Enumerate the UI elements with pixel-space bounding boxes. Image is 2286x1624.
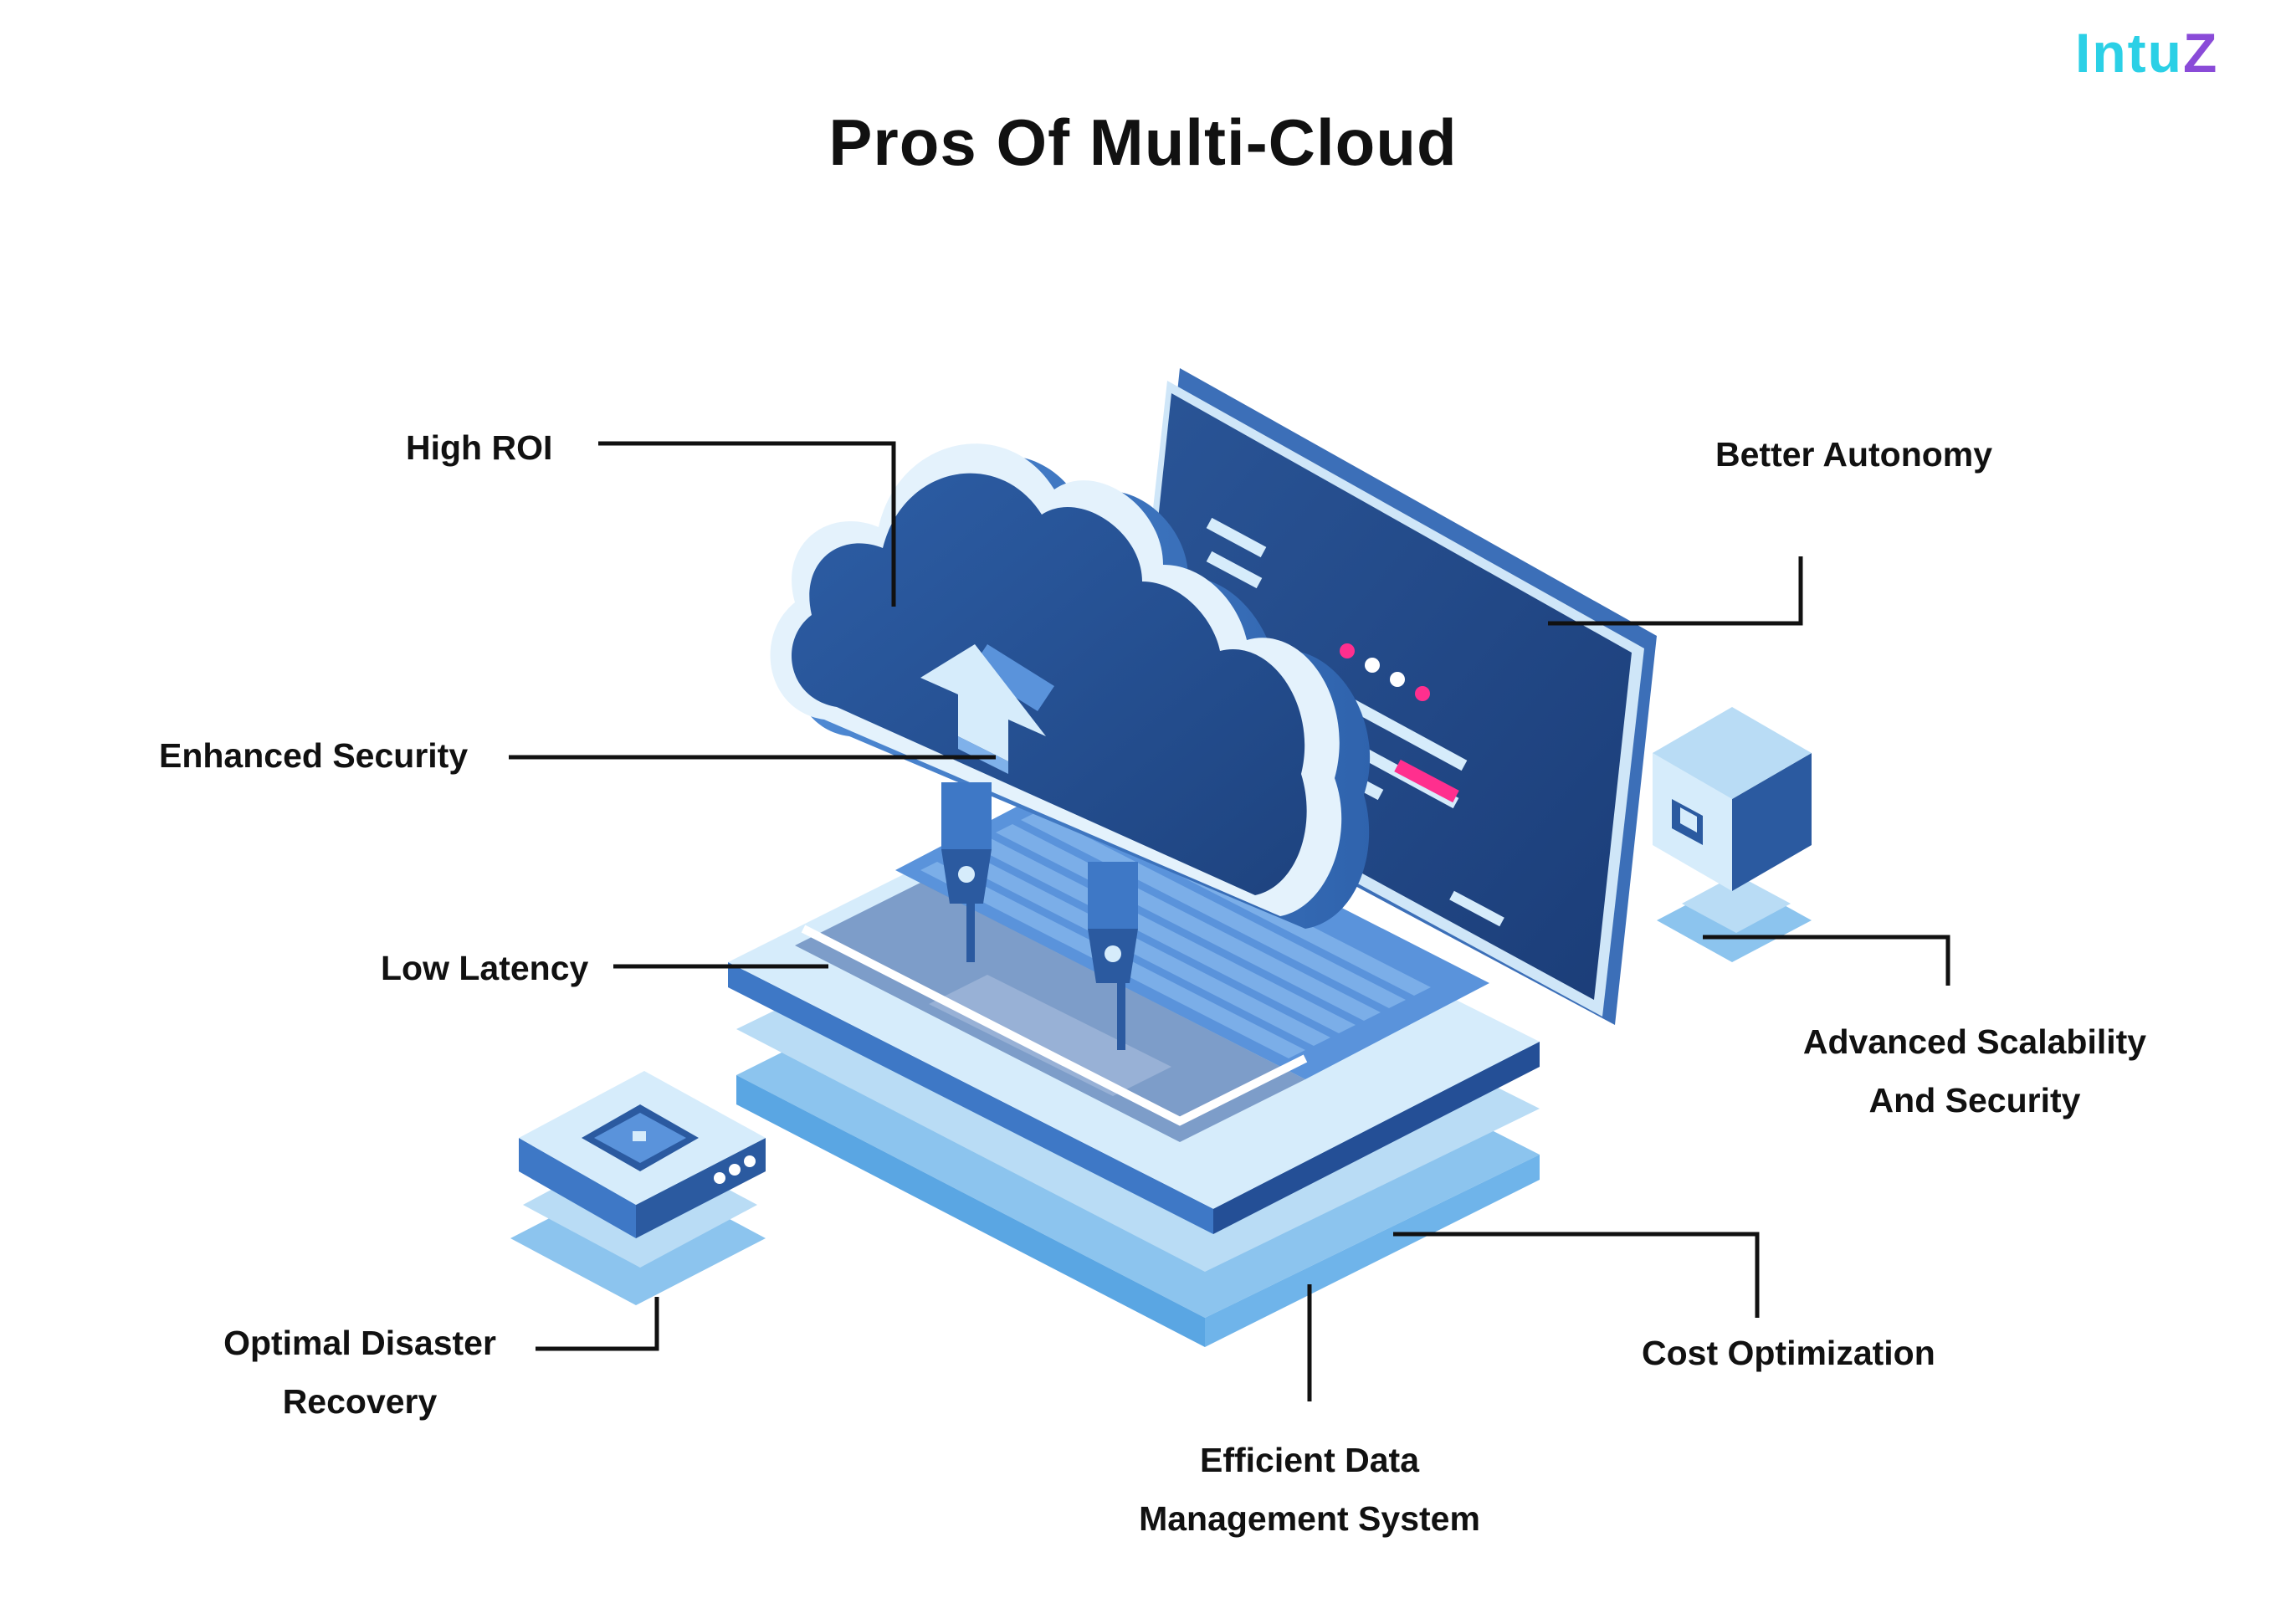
label-high-roi: High ROI xyxy=(406,428,553,467)
cube-icon xyxy=(1653,707,1812,962)
cloud-icon xyxy=(770,443,1371,929)
connector-scalability xyxy=(1703,935,1950,986)
plug-icon xyxy=(941,782,1138,1050)
page-title: Pros Of Multi-Cloud xyxy=(828,105,1458,179)
connector-disaster-recovery xyxy=(536,1297,659,1351)
label-cost-optimization: Cost Optimization xyxy=(1642,1334,1935,1372)
label-better-autonomy: Better Autonomy xyxy=(1715,435,1993,474)
label-low-latency: Low Latency xyxy=(381,949,589,987)
connector-lines xyxy=(509,441,1950,1401)
connector-cost-optimization xyxy=(1393,1232,1760,1318)
label-optimal-disaster-recovery: Optimal Disaster Recovery xyxy=(223,1324,496,1421)
server-box-icon xyxy=(510,1071,766,1305)
connector-high-roi xyxy=(598,441,896,607)
label-advanced-scalability: Advanced Scalability And Security xyxy=(1802,1022,2147,1119)
label-efficient-data: Efficient Data Management System xyxy=(1139,1441,1480,1538)
laptop-icon xyxy=(728,368,1657,1234)
brand-logo: IntuZ xyxy=(2075,22,2219,84)
label-enhanced-security: Enhanced Security xyxy=(159,736,469,775)
connector-better-autonomy xyxy=(1548,556,1803,626)
